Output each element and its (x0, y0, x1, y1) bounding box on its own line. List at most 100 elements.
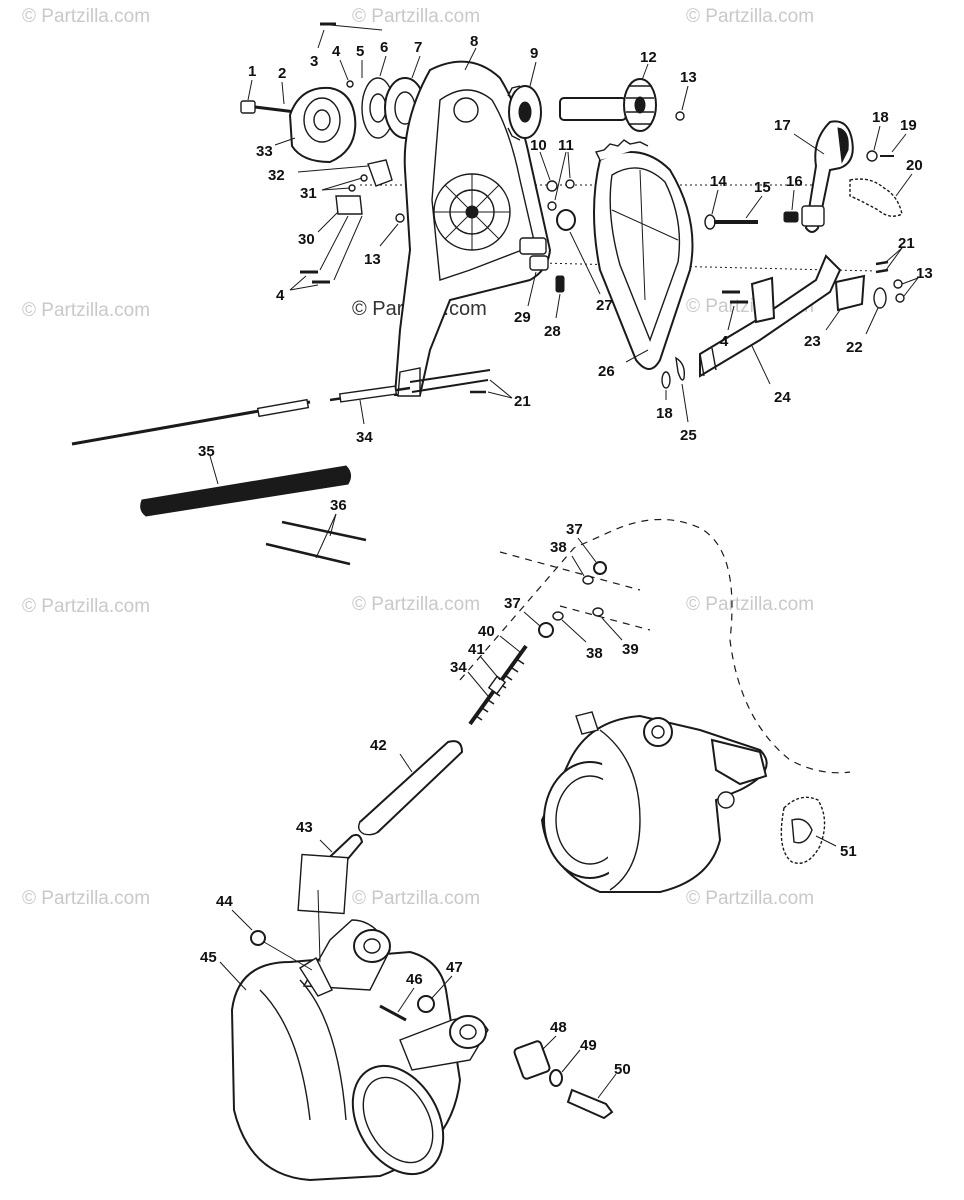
part-37-nut-upper (577, 537, 607, 575)
callout-13-right: 13 (916, 265, 933, 282)
part-13-nut-left (379, 213, 405, 247)
part-21-screws-cable (470, 379, 513, 399)
steering-housing (540, 711, 768, 893)
part-31-screws (321, 174, 368, 192)
callout-31: 31 (300, 185, 317, 202)
callout-28: 28 (544, 323, 561, 340)
callout-10: 10 (530, 137, 547, 154)
callout-21-right: 21 (898, 235, 915, 252)
callout-19: 19 (900, 117, 917, 134)
part-3-screw (317, 22, 336, 49)
callout-32: 32 (268, 167, 285, 184)
part-51-clip (780, 796, 837, 864)
callout-43: 43 (296, 819, 313, 836)
part-18-pin-upper (866, 125, 881, 162)
part-13-nut-upper (675, 85, 689, 121)
part-48-bushing (513, 1035, 557, 1080)
part-29-stop (527, 255, 549, 307)
part-26-sprocket-arm (593, 139, 694, 370)
part-33-cover (274, 86, 357, 164)
watermark-top-left: © Partzilla.com (22, 6, 151, 27)
callout-4-left: 4 (276, 287, 285, 304)
part-13-nuts-right (893, 277, 919, 303)
watermark-lower-center: © Partzilla.com (352, 594, 481, 615)
part-27-bushing (556, 209, 601, 295)
callout-37-lower: 37 (504, 595, 521, 612)
watermark-bottom-right: © Partzilla.com (686, 888, 815, 909)
part-38-washer-lower (552, 611, 587, 643)
callout-3: 3 (310, 53, 318, 70)
callout-51: 51 (840, 843, 857, 860)
part-16-spring (783, 189, 799, 223)
callout-12: 12 (640, 49, 657, 66)
part-4-screws-right (722, 290, 748, 331)
part-19-clip (880, 133, 907, 157)
part-6-gasket (361, 55, 395, 139)
callout-21-cable: 21 (514, 393, 531, 410)
callout-38-upper: 38 (550, 539, 567, 556)
routing-dashed-lines (459, 518, 851, 774)
watermark-mid-left: © Partzilla.com (22, 300, 151, 321)
part-36-rods (265, 513, 367, 566)
part-11-nuts (547, 151, 575, 211)
callout-35: 35 (198, 443, 215, 460)
callout-16: 16 (786, 173, 803, 190)
watermark-bottom-center: © Partzilla.com (352, 888, 481, 909)
part-4-screws-left (289, 215, 363, 291)
callout-26: 26 (598, 363, 615, 380)
callout-18-top: 18 (872, 109, 889, 126)
callout-33: 33 (256, 143, 273, 160)
part-47-washer (417, 975, 453, 1013)
link-rod-vertical (317, 889, 321, 963)
part-23-bracket (825, 274, 866, 331)
callout-4: 4 (332, 43, 341, 60)
part-22-washers (865, 287, 887, 335)
callout-9: 9 (530, 45, 538, 62)
watermark-bottom-left: © Partzilla.com (22, 888, 151, 909)
callout-48: 48 (550, 1019, 567, 1036)
part-39-washer (592, 607, 623, 641)
part-24-guide-rail (699, 254, 842, 385)
callout-34-lower: 34 (450, 659, 467, 676)
part-25-cotter-pin (675, 356, 689, 423)
callout-37-upper: 37 (566, 521, 583, 538)
part-28-spring (555, 275, 565, 319)
part-38-washer-upper (571, 555, 594, 585)
callout-24: 24 (774, 389, 791, 406)
part-32-clip (297, 159, 393, 187)
callout-2: 2 (278, 65, 286, 82)
callout-40: 40 (478, 623, 495, 640)
callout-13-left: 13 (364, 251, 381, 268)
part-49-washer (549, 1049, 581, 1087)
callout-44: 44 (216, 893, 233, 910)
part-50-bolt (566, 1073, 617, 1120)
callout-14: 14 (710, 173, 727, 190)
watermark-top-center: © Partzilla.com (352, 6, 481, 27)
callout-34-upper: 34 (356, 429, 373, 446)
callout-49: 49 (580, 1037, 597, 1054)
part-35-sleeve (140, 455, 352, 517)
part-12-gear-shaft (559, 63, 657, 132)
callout-13-top: 13 (680, 69, 697, 86)
callout-25: 25 (680, 427, 697, 444)
callout-29: 29 (514, 309, 531, 326)
callout-17: 17 (774, 117, 791, 134)
part-34-40-41-threaded-end (467, 635, 528, 726)
part-20-chain (849, 173, 913, 217)
callout-30: 30 (298, 231, 315, 248)
callout-27: 27 (596, 297, 613, 314)
callout-1: 1 (248, 63, 256, 80)
callout-46: 46 (406, 971, 423, 988)
part-42-boot (357, 740, 464, 836)
callout-47: 47 (446, 959, 463, 976)
callout-36: 36 (330, 497, 347, 514)
callout-6: 6 (380, 39, 388, 56)
part-1-nut (240, 79, 256, 114)
callout-20: 20 (906, 157, 923, 174)
callout-18-lower: 18 (656, 405, 673, 422)
callout-8: 8 (470, 33, 478, 50)
callout-50: 50 (614, 1061, 631, 1078)
part-46-screw (379, 987, 415, 1022)
watermark-lower-left: © Partzilla.com (22, 596, 151, 617)
